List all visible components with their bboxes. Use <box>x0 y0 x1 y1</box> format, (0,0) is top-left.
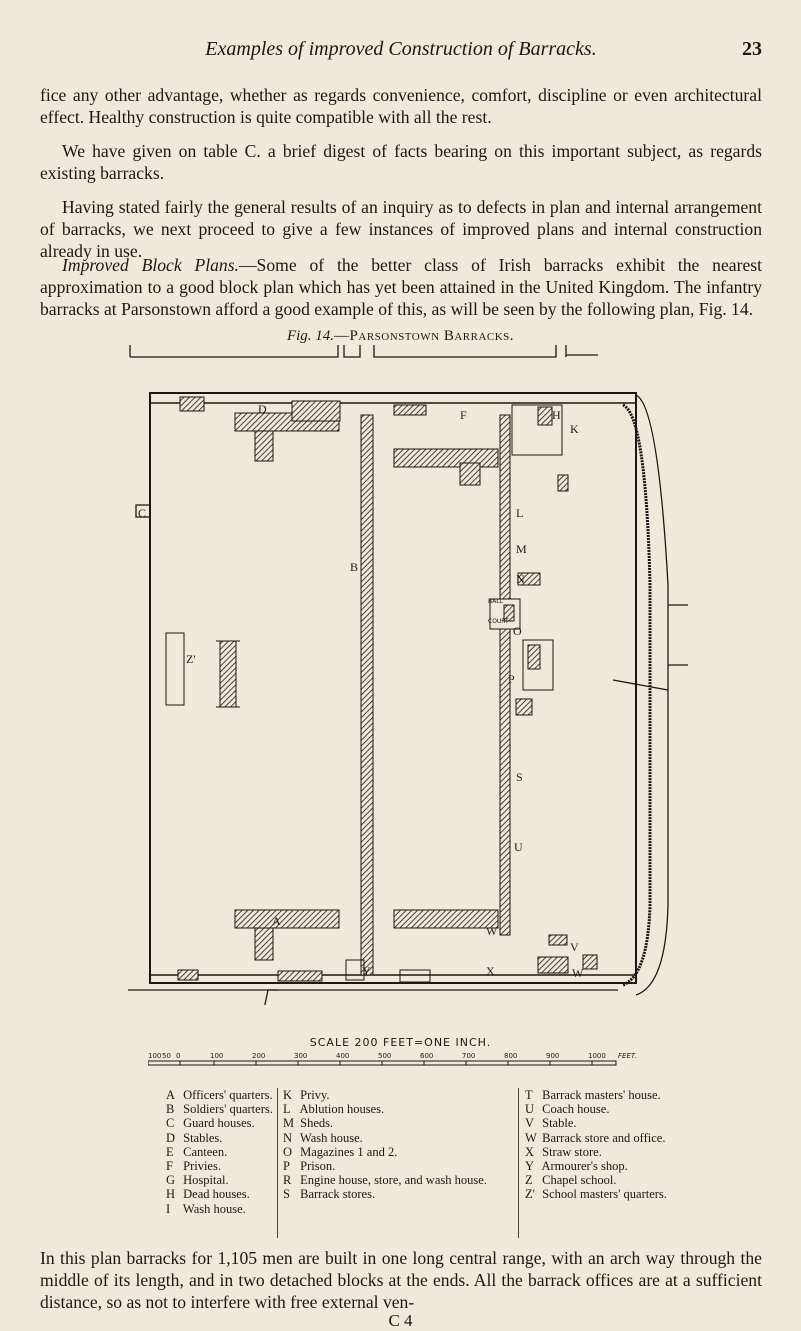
legend-row: S Barrack stores. <box>283 1187 376 1202</box>
legend-row: X Straw store. <box>525 1144 602 1159</box>
legend-row: L Ablution houses. <box>283 1102 385 1117</box>
plan-letter-w: W <box>486 924 498 938</box>
paragraph-2: We have given on table C. a brief digest… <box>40 141 762 183</box>
plan-letter-c: C <box>138 506 146 520</box>
plan-letter-v: W <box>572 966 584 980</box>
plan-letter-x: X <box>486 964 495 978</box>
scale-tick-label: 900 <box>546 1052 559 1060</box>
legend-row: I Wash house. <box>166 1201 246 1216</box>
page-number: 23 <box>742 38 762 60</box>
plan-letter-m: M <box>516 542 527 556</box>
legend-row: H Dead houses. <box>166 1187 250 1202</box>
legend-row: A Officers' quarters. <box>166 1088 273 1102</box>
scale-tick-label: 0 <box>176 1052 180 1060</box>
legend-row: R Engine house, store, and wash house. <box>283 1173 487 1188</box>
legend-row: E Canteen. <box>166 1144 228 1159</box>
scale-tick-label: 50 <box>162 1052 171 1060</box>
scale-tick-label: 100 <box>210 1052 223 1060</box>
legend-row: K Privy. <box>283 1088 330 1102</box>
plan-letter-u: V <box>570 940 579 954</box>
legend-row: V Stable. <box>525 1116 577 1131</box>
legend-row: N Wash house. <box>283 1130 363 1145</box>
plan-letter-d: D <box>258 402 267 416</box>
paragraph-improved-block: Improved Block Plans.—Some of the better… <box>40 254 762 320</box>
ball-court-label: BALL <box>488 598 504 605</box>
plan-letter-r: S <box>516 770 523 784</box>
paragraph-3: Having stated fairly the general results… <box>40 197 762 261</box>
paragraph-1: fice any other advantage, whether as reg… <box>40 85 762 127</box>
legend-divider <box>277 1088 278 1238</box>
running-title: Examples of improved Construction of Bar… <box>205 38 597 60</box>
legend-row: T Barrack masters' house. <box>525 1088 661 1102</box>
legend-row: Y Armourer's shop. <box>525 1159 628 1174</box>
scale-bar: 100 50 0 100 200 300 400 500 600 700 800… <box>148 1052 637 1066</box>
figure-title: —Parsonstown Barracks. <box>334 328 515 344</box>
legend-column-2: K Privy. L Ablution houses. M Sheds. N W… <box>283 1088 487 1202</box>
legend-row: G Hospital. <box>166 1173 229 1188</box>
legend-row: U Coach house. <box>525 1102 610 1117</box>
scale-label: SCALE 200 FEET=ONE INCH. <box>309 1036 492 1049</box>
scale-tick-label: 600 <box>420 1052 433 1060</box>
legend-row: M Sheds. <box>283 1116 334 1131</box>
closing-paragraph: In this plan barracks for 1,105 men are … <box>40 1248 762 1312</box>
ball-court-label-2: COURT <box>488 618 509 625</box>
plan-letter-k: K <box>570 422 579 436</box>
scale-unit: FEET. <box>618 1052 637 1060</box>
plan-letter-n: N <box>516 572 525 586</box>
improved-block-text: —Some of the better class of Irish barra… <box>40 255 762 319</box>
barracks-plan: D F H K C L M N B O P Z' S U W X Y V W A… <box>128 345 688 1005</box>
scale-tick-label: 400 <box>336 1052 349 1060</box>
scale-tick-label: 1000 <box>588 1052 606 1060</box>
legend-row: F Privies. <box>166 1159 221 1174</box>
plan-letter-l: L <box>516 506 523 520</box>
legend-row: C Guard houses. <box>166 1116 255 1131</box>
legend-row: Z Chapel school. <box>525 1173 617 1188</box>
plan-letter-f: F <box>460 408 467 422</box>
plan-letter-o: O <box>513 624 522 638</box>
plan-letter-a: A <box>272 914 281 928</box>
scale-tick-label: 800 <box>504 1052 517 1060</box>
legend-row: O Magazines 1 and 2. <box>283 1144 398 1159</box>
legend-row: D Stables. <box>166 1130 223 1145</box>
legend-divider <box>518 1088 519 1238</box>
plan-letter-h: H <box>552 408 561 422</box>
legend-row: P Prison. <box>283 1159 336 1174</box>
figure-caption: Fig. 14.—Parsonstown Barracks. <box>0 328 801 345</box>
scale-tick-label: 700 <box>462 1052 475 1060</box>
figure-label: Fig. 14. <box>286 328 335 344</box>
improved-block-heading: Improved Block Plans. <box>62 255 239 275</box>
legend-column-1: A Officers' quarters. B Soldiers' quarte… <box>166 1088 273 1216</box>
scale-tick-label: 200 <box>252 1052 265 1060</box>
plan-letter-s: U <box>514 840 523 854</box>
plan-letter-b: B <box>350 560 358 574</box>
scale-tick-label: 100 <box>148 1052 161 1060</box>
legend-row: Z' School masters' quarters. <box>525 1187 667 1202</box>
signature-mark: C 4 <box>388 1311 413 1330</box>
legend-row: B Soldiers' quarters. <box>166 1102 273 1117</box>
legend-row: W Barrack store and office. <box>525 1130 666 1145</box>
plan-letter-y: Y <box>362 964 371 978</box>
page-header: Examples of improved Construction of Bar… <box>40 38 762 68</box>
scale-tick-label: 300 <box>294 1052 307 1060</box>
scale-tick-label: 500 <box>378 1052 391 1060</box>
legend-column-3: T Barrack masters' house. U Coach house.… <box>525 1088 667 1202</box>
plan-letter-p: P <box>508 672 515 686</box>
plan-letter-zprime: Z' <box>186 652 196 666</box>
